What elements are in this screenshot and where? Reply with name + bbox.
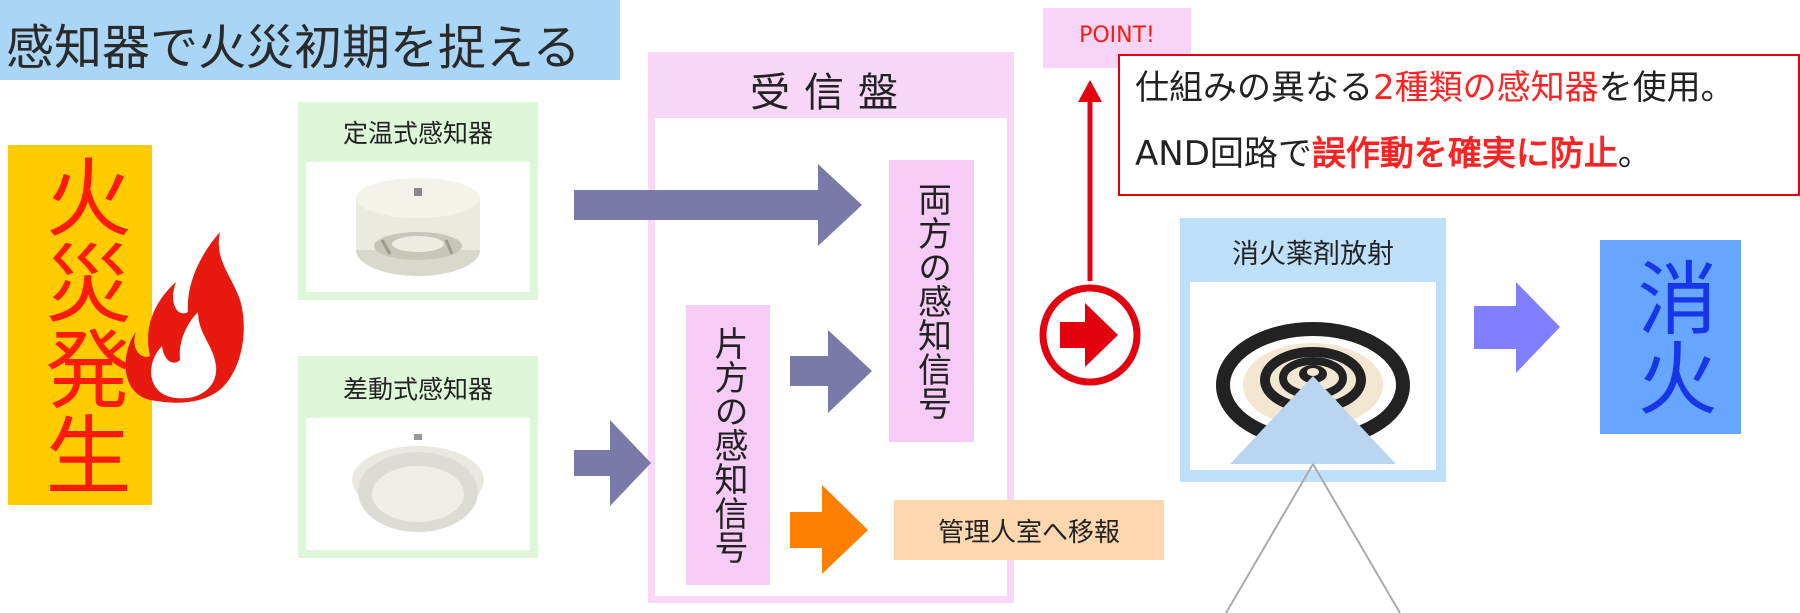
title-banner [0,0,620,80]
point-line-1-highlight: 2種類の感知器 [1373,68,1599,108]
both-sensors-signal-box: 両方の感知信号 [889,160,974,442]
arrow-one-signal-up [790,330,872,413]
one-sensor-signal-box: 片方の感知信号 [686,305,770,585]
arrow-to-notify [790,485,868,574]
point-line-1: 仕組みの異なる2種類の感知器を使用。 [1135,60,1735,109]
fire-event-box [8,145,152,505]
discharge-label: 消火薬剤放射 [1232,239,1394,270]
rate-of-rise-sensor-label: 差動式感知器 [342,375,493,404]
point-line-2-suffix: 。 [1617,134,1652,174]
and-circuit-arrow-icon [1039,284,1141,386]
extinguished-label: 消火 [1624,257,1718,417]
point-callout-box [1118,54,1800,196]
point-line-1-text: 仕組みの異なる [1135,68,1373,108]
point-line-1-suffix: を使用。 [1598,68,1735,108]
point-line-2: AND回路で誤作動を確実に防止。 [1135,126,1652,175]
notify-manager-box: 管理人室へ移報 [894,500,1164,560]
point-line-2-text: AND回路で [1135,134,1312,174]
receiver-panel-label: 受信盤 [750,70,912,116]
arrow-sensor-to-panel [574,420,651,506]
arrow-to-both-signal [574,164,862,246]
fire-event-label: 火災発生 [30,153,130,497]
point-line-2-highlight: 誤作動を確実に防止 [1311,134,1618,174]
page-title: 感知器で火災初期を捉える [6,20,581,76]
fixed-temp-sensor-label: 定温式感知器 [342,119,493,148]
extinguished-box [1600,240,1741,434]
arrow-to-extinguished [1474,282,1560,373]
